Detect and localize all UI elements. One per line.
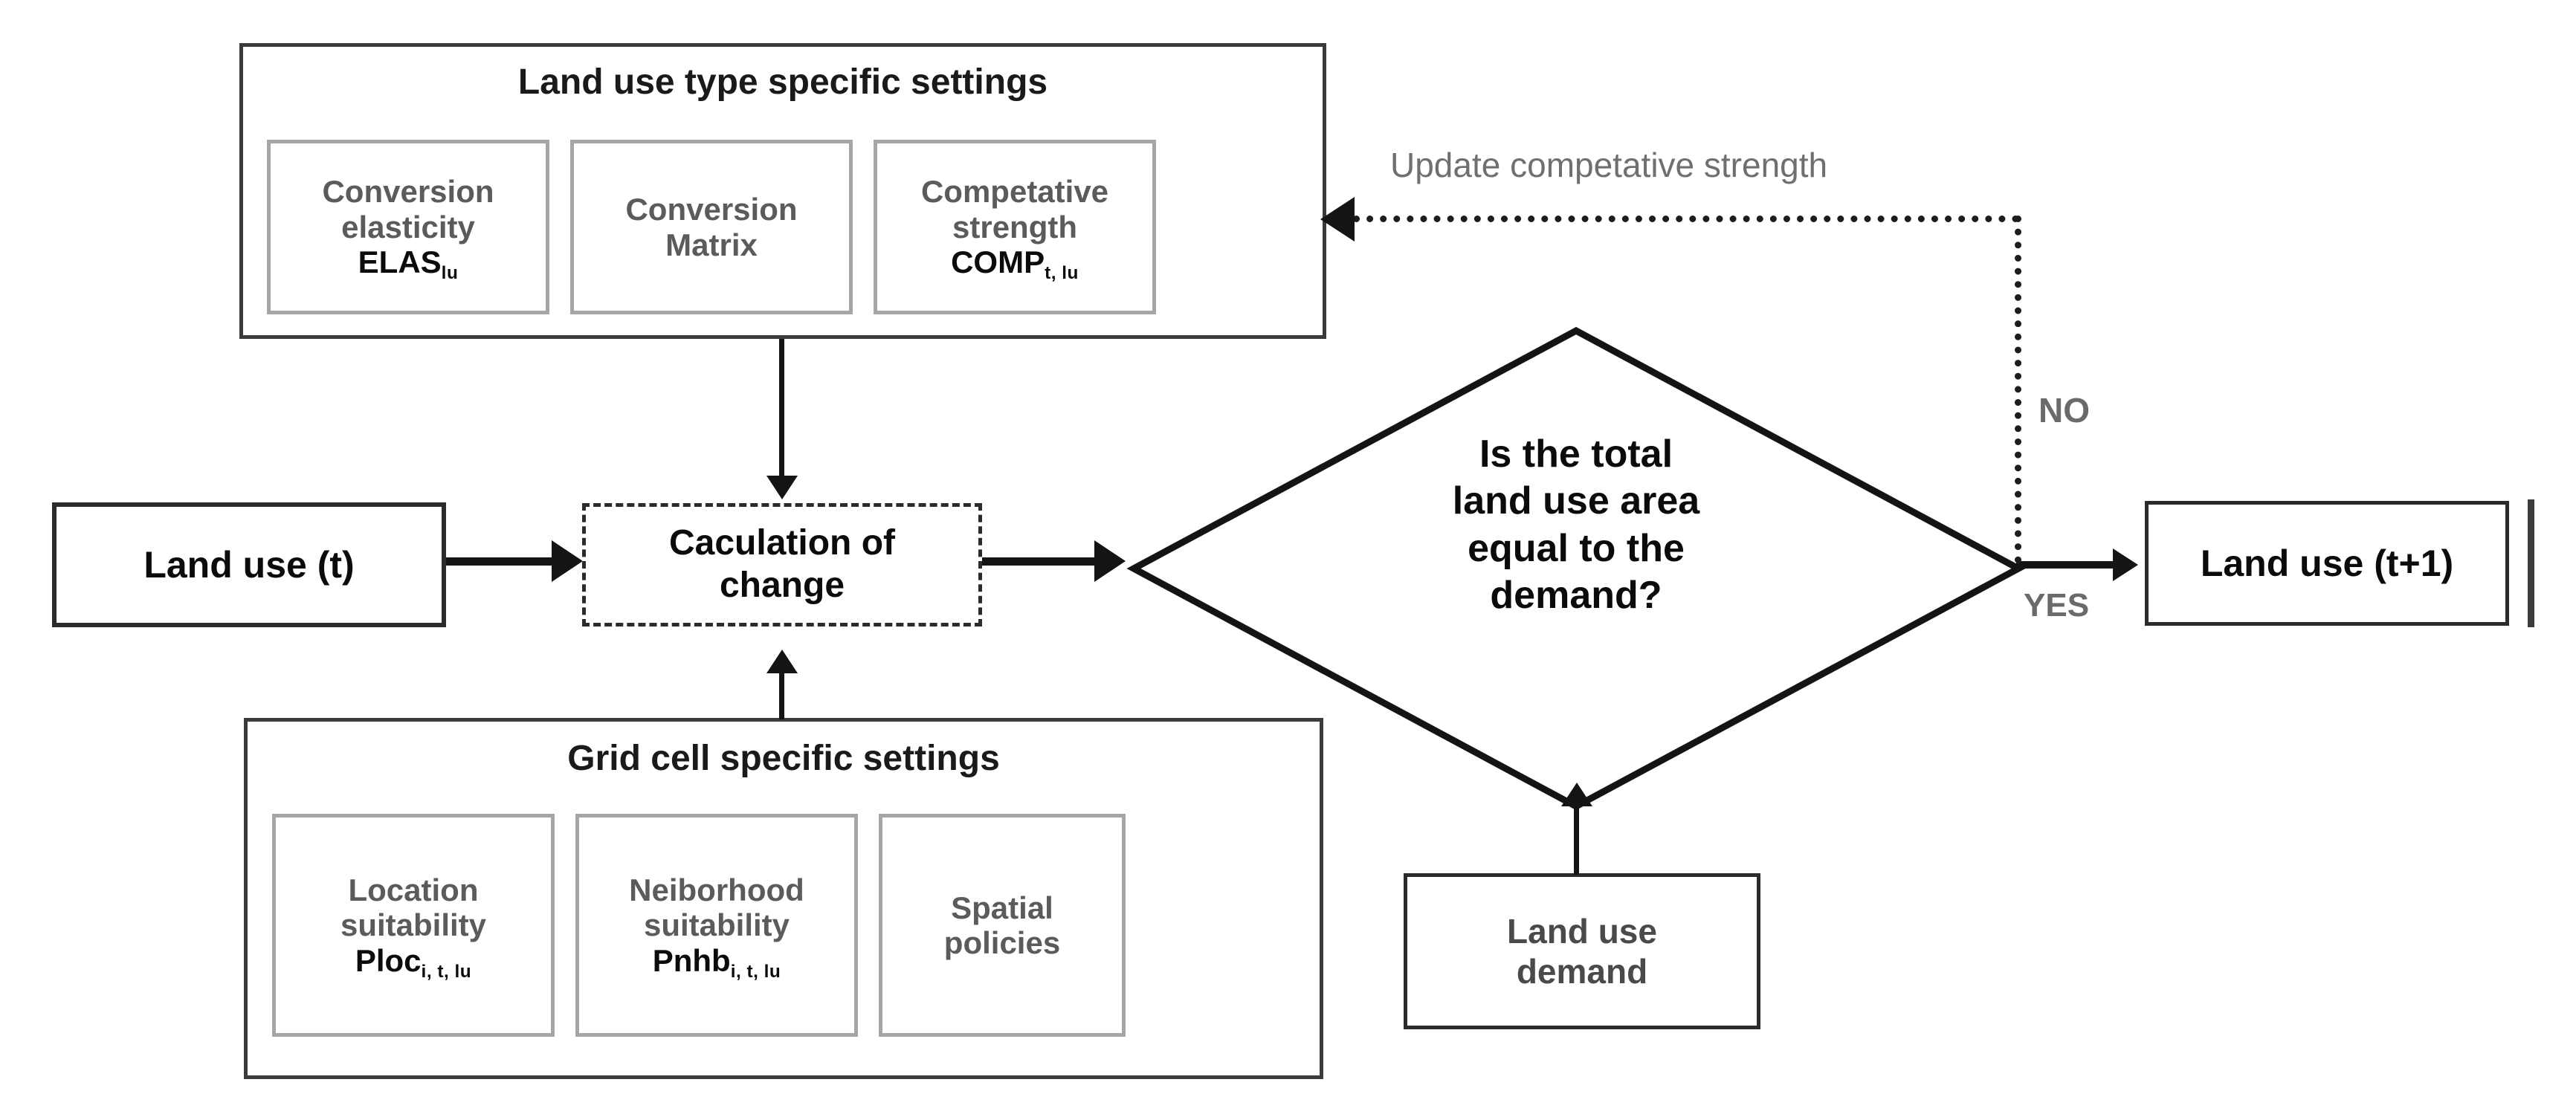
card-symbol-subscript: i, t, lu xyxy=(730,961,781,982)
card-line-1: Location xyxy=(348,872,479,907)
demand-line-1: Land use xyxy=(1507,911,1657,951)
card-line-2: suitability xyxy=(340,907,487,943)
card-line-1: Competative xyxy=(920,174,1109,210)
decision-text: Is the total land use area equal to the … xyxy=(1238,431,1914,620)
connector-demand-to-decision xyxy=(1574,806,1579,875)
node-land-use-t-plus-1: Land use (t+1) xyxy=(2145,501,2509,626)
calculation-line-2: change xyxy=(719,566,845,605)
card-line-2: strength xyxy=(952,209,1077,245)
connector-no-horizontal xyxy=(1353,216,2019,222)
connector-landuse-to-calculation xyxy=(446,557,558,566)
card-symbol: Ploci, t, lu xyxy=(280,942,546,982)
node-calculation-of-change: Caculation of change xyxy=(582,503,982,627)
card-symbol-base: Pnhb xyxy=(652,942,731,978)
card-conversion-elasticity-text: Conversion elasticity ELASlu xyxy=(271,174,546,283)
card-line-2: elasticity xyxy=(341,209,475,245)
group-title-land-use-type: Land use type specific settings xyxy=(517,62,1048,102)
connector-yes-to-landuse-next xyxy=(2016,561,2120,569)
edge-label-yes: YES xyxy=(2024,587,2090,624)
card-symbol-base: COMP xyxy=(951,245,1045,280)
card-conversion-elasticity: Conversion elasticity ELASlu xyxy=(267,140,549,314)
decision-line-3: equal to the xyxy=(1468,526,1685,570)
card-line-1: Conversion xyxy=(625,192,798,227)
card-line-2: Matrix xyxy=(665,227,758,262)
edge-label-update-competative-strength: Update competative strength xyxy=(1390,146,1828,184)
node-land-use-demand: Land use demand xyxy=(1404,873,1760,1029)
card-competative-strength-text: Competative strength COMPt, lu xyxy=(877,174,1152,283)
arrowhead-gridcell-to-calculation xyxy=(766,650,798,673)
arrowhead-demand-to-decision xyxy=(1561,783,1592,806)
card-location-suitability: Location suitability Ploci, t, lu xyxy=(272,814,555,1037)
edge-label-no: NO xyxy=(2038,391,2090,430)
node-land-use-t-label: Land use (t) xyxy=(143,543,355,586)
node-land-use-demand-text: Land use demand xyxy=(1507,911,1657,992)
group-land-use-type-settings: Land use type specific settings Conversi… xyxy=(239,43,1326,339)
arrowhead-landuse-to-calculation xyxy=(552,540,583,582)
card-line-1: Neiborhood xyxy=(629,872,804,907)
decision-line-4: demand? xyxy=(1490,574,1662,618)
card-neiborhood-suitability-text: Neiborhood suitability Pnhbi, t, lu xyxy=(579,872,854,982)
decision-line-2: land use area xyxy=(1452,479,1700,523)
card-spatial-policies: Spatial policies xyxy=(879,814,1126,1037)
arrowhead-update-competative-strength xyxy=(1320,197,1355,242)
node-land-use-t: Land use (t) xyxy=(52,502,446,627)
group-grid-cell-settings: Grid cell specific settings Location sui… xyxy=(244,718,1323,1079)
connector-settings-to-calculation xyxy=(779,339,784,479)
connector-gridcell-to-calculation xyxy=(779,673,784,719)
card-symbol-subscript: lu xyxy=(441,263,459,283)
cropped-shape-edge xyxy=(2528,499,2534,627)
card-symbol-subscript: t, lu xyxy=(1045,263,1079,283)
card-location-suitability-text: Location suitability Ploci, t, lu xyxy=(276,872,551,982)
card-symbol-base: Ploc xyxy=(355,942,422,978)
card-conversion-matrix: Conversion Matrix xyxy=(570,140,853,314)
arrowhead-settings-to-calculation xyxy=(766,476,798,499)
arrowhead-calculation-to-decision xyxy=(1094,540,1126,582)
card-competative-strength: Competative strength COMPt, lu xyxy=(874,140,1156,314)
node-land-use-t-plus-1-label: Land use (t+1) xyxy=(2200,542,2454,584)
card-spatial-policies-text: Spatial policies xyxy=(882,890,1122,961)
connector-no-vertical xyxy=(2015,216,2021,563)
node-decision-diamond: Is the total land use area equal to the … xyxy=(1126,323,2026,814)
node-calculation-of-change-text: Caculation of change xyxy=(669,522,895,606)
card-symbol: ELASlu xyxy=(275,245,541,283)
card-symbol-base: ELAS xyxy=(358,245,442,280)
card-line-1: Spatial xyxy=(951,890,1053,925)
card-conversion-matrix-text: Conversion Matrix xyxy=(574,192,849,262)
group-title-grid-cell: Grid cell specific settings xyxy=(567,739,1000,778)
demand-line-2: demand xyxy=(1516,952,1648,991)
card-line-1: Conversion xyxy=(322,174,494,210)
card-symbol: COMPt, lu xyxy=(882,245,1148,283)
card-line-2: suitability xyxy=(643,907,790,943)
card-neiborhood-suitability: Neiborhood suitability Pnhbi, t, lu xyxy=(575,814,858,1037)
card-symbol: Pnhbi, t, lu xyxy=(584,942,850,982)
arrowhead-yes-to-landuse-next xyxy=(2113,548,2138,581)
connector-calculation-to-decision xyxy=(982,557,1101,566)
card-symbol-subscript: i, t, lu xyxy=(421,961,472,982)
card-line-2: policies xyxy=(943,925,1061,960)
decision-line-1: Is the total xyxy=(1479,433,1673,476)
calculation-line-1: Caculation of xyxy=(668,523,895,563)
